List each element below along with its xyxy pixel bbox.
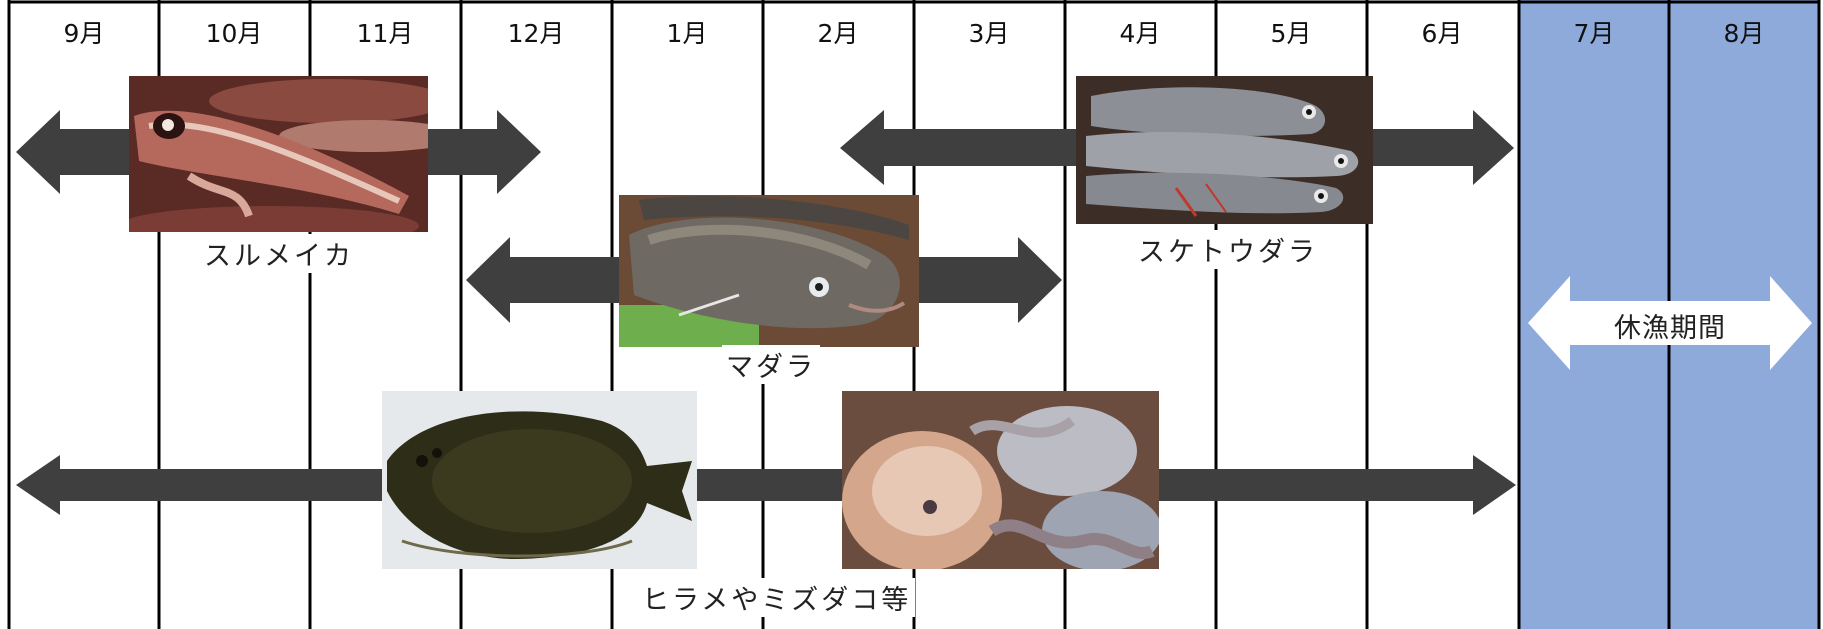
species-caption-walleye-pollock: スケトウダラ: [1134, 230, 1322, 269]
pacific-cod-photo: [619, 195, 919, 347]
walleye-pollock-photo: [1076, 76, 1373, 224]
closed-season-label: 休漁期間: [1614, 306, 1726, 345]
flounder-photo: [382, 391, 697, 569]
season-arrow-flounder-octopus: [16, 455, 1516, 515]
squid-photo: [129, 76, 428, 232]
species-caption-pacific-cod: マダラ: [722, 345, 820, 384]
species-caption-flounder-octopus: ヒラメやミズダコ等: [638, 578, 915, 617]
octopus-photo: [842, 391, 1159, 569]
species-caption-squid: スルメイカ: [200, 234, 358, 273]
